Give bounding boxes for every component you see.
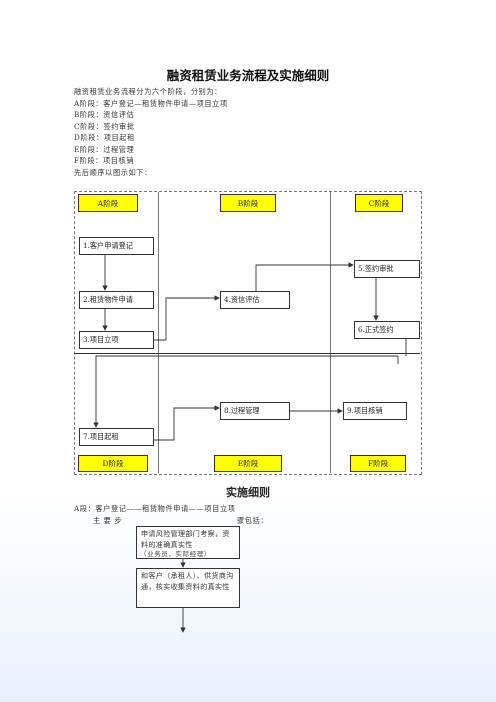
- intro-text: 融资租赁业务流程分为六个阶段，分别为： A阶段：客户登记—租赁物件申请—项目立项…: [74, 86, 228, 178]
- step-9-box: 9.项目核销: [343, 402, 407, 420]
- phase-a-label: A阶段: [78, 194, 138, 212]
- phase-a-description: A段：客户登记——租赁物件申请——项目立项: [74, 504, 236, 513]
- step-4-box: 4.资信评估: [220, 291, 290, 309]
- intro-line: 融资租赁业务流程分为六个阶段，分别为：: [74, 87, 222, 96]
- phase-c-label: C阶段: [355, 194, 403, 212]
- step-2-box: 2.租赁物件申请: [79, 291, 154, 309]
- phase-e-label: E阶段: [214, 455, 282, 472]
- column-divider: [330, 192, 331, 473]
- phase-d-label: D阶段: [78, 455, 148, 472]
- page-title: 融资租赁业务流程及实施细则: [166, 68, 330, 83]
- intro-line: F阶段：项目核销: [74, 156, 135, 165]
- intro-line: E阶段：过程管理: [74, 144, 135, 154]
- detail-step-box: 和客户（承租人）、供货商沟通，核实收集资料的真实性: [136, 568, 240, 608]
- intro-line: A阶段：客户登记—租赁物件申请—项目立项: [74, 98, 228, 108]
- detail-step-overlap: （业务员，实际经理）: [140, 550, 211, 558]
- section-heading: 实施细则: [226, 486, 270, 499]
- step-1-box: 1.客户申请登记: [79, 237, 154, 255]
- intro-line: D阶段：项目起租: [74, 133, 135, 142]
- intro-line: C阶段：签约审批: [74, 121, 135, 131]
- step-5-box: 5.签约审批: [354, 260, 420, 278]
- detail-step-text: 申请风险管理部门考察，资料的准确真实性: [141, 530, 230, 549]
- phase-b-label: B阶段: [220, 194, 276, 212]
- intro-line: 先后顺序以图示如下：: [74, 167, 152, 177]
- step-3-box: 3.项目立项: [79, 331, 154, 349]
- step-8-box: 8.过程管理: [220, 402, 290, 420]
- intro-line: B阶段：资信评估: [74, 110, 135, 119]
- column-divider: [158, 192, 159, 473]
- row-divider: [74, 353, 420, 354]
- flow-diagram: [74, 191, 422, 475]
- main-steps-label-tail: 骤包括：: [237, 516, 269, 525]
- detail-step-box: 申请风险管理部门考察，资料的准确真实性: [136, 526, 240, 559]
- step-7-box: 7.项目起租: [79, 428, 154, 446]
- detail-step-text: 和客户（承租人）、供货商沟通，核实收集资料的真实性: [141, 572, 234, 591]
- main-steps-label: 主 要 步: [93, 516, 123, 525]
- phase-f-label: F阶段: [350, 455, 406, 472]
- step-6-box: 6.正式签约: [354, 321, 420, 339]
